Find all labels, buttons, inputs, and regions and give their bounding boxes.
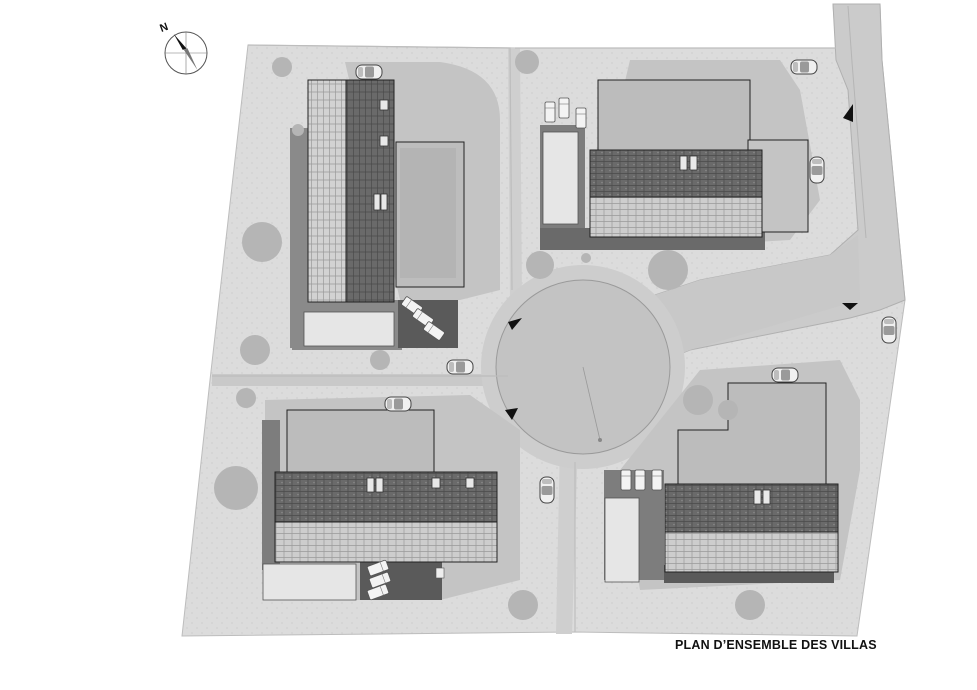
tree-icon: [214, 388, 538, 620]
roof-se-light: [664, 531, 839, 573]
tree-icon: [240, 57, 390, 370]
tree-icon: [683, 385, 765, 620]
internal-lanes: [212, 48, 860, 634]
sunbed-icon: [620, 469, 663, 491]
tree-icon: [515, 50, 688, 290]
villa-northeast: [515, 50, 825, 290]
window-icon: [753, 489, 771, 505]
roundabout: [481, 265, 685, 469]
entrance-arrow-icon: [505, 104, 858, 420]
north-label: N: [158, 21, 170, 35]
lot-boundaries: [212, 44, 836, 632]
roof-nw-light: [307, 79, 347, 303]
roof-se-dark: [664, 483, 839, 533]
plan-title: PLAN D’ENSEMBLE DES VILLAS: [675, 638, 877, 652]
roof-nw-dark: [345, 79, 395, 303]
villa-northwest: [240, 57, 500, 370]
villa-southeast: [604, 316, 897, 620]
window-icon: [373, 99, 389, 211]
window-icon: [366, 477, 475, 493]
car-icon: [355, 64, 383, 80]
roof-sw-dark: [274, 471, 498, 523]
roof-ne-light: [589, 196, 763, 238]
window-icon: [679, 155, 698, 171]
roof-sw-light: [274, 521, 498, 563]
roof-ne-dark: [589, 149, 763, 198]
compass-icon: N: [158, 21, 208, 75]
sunbed-icon: [366, 559, 392, 601]
villa-southwest: [214, 359, 555, 620]
